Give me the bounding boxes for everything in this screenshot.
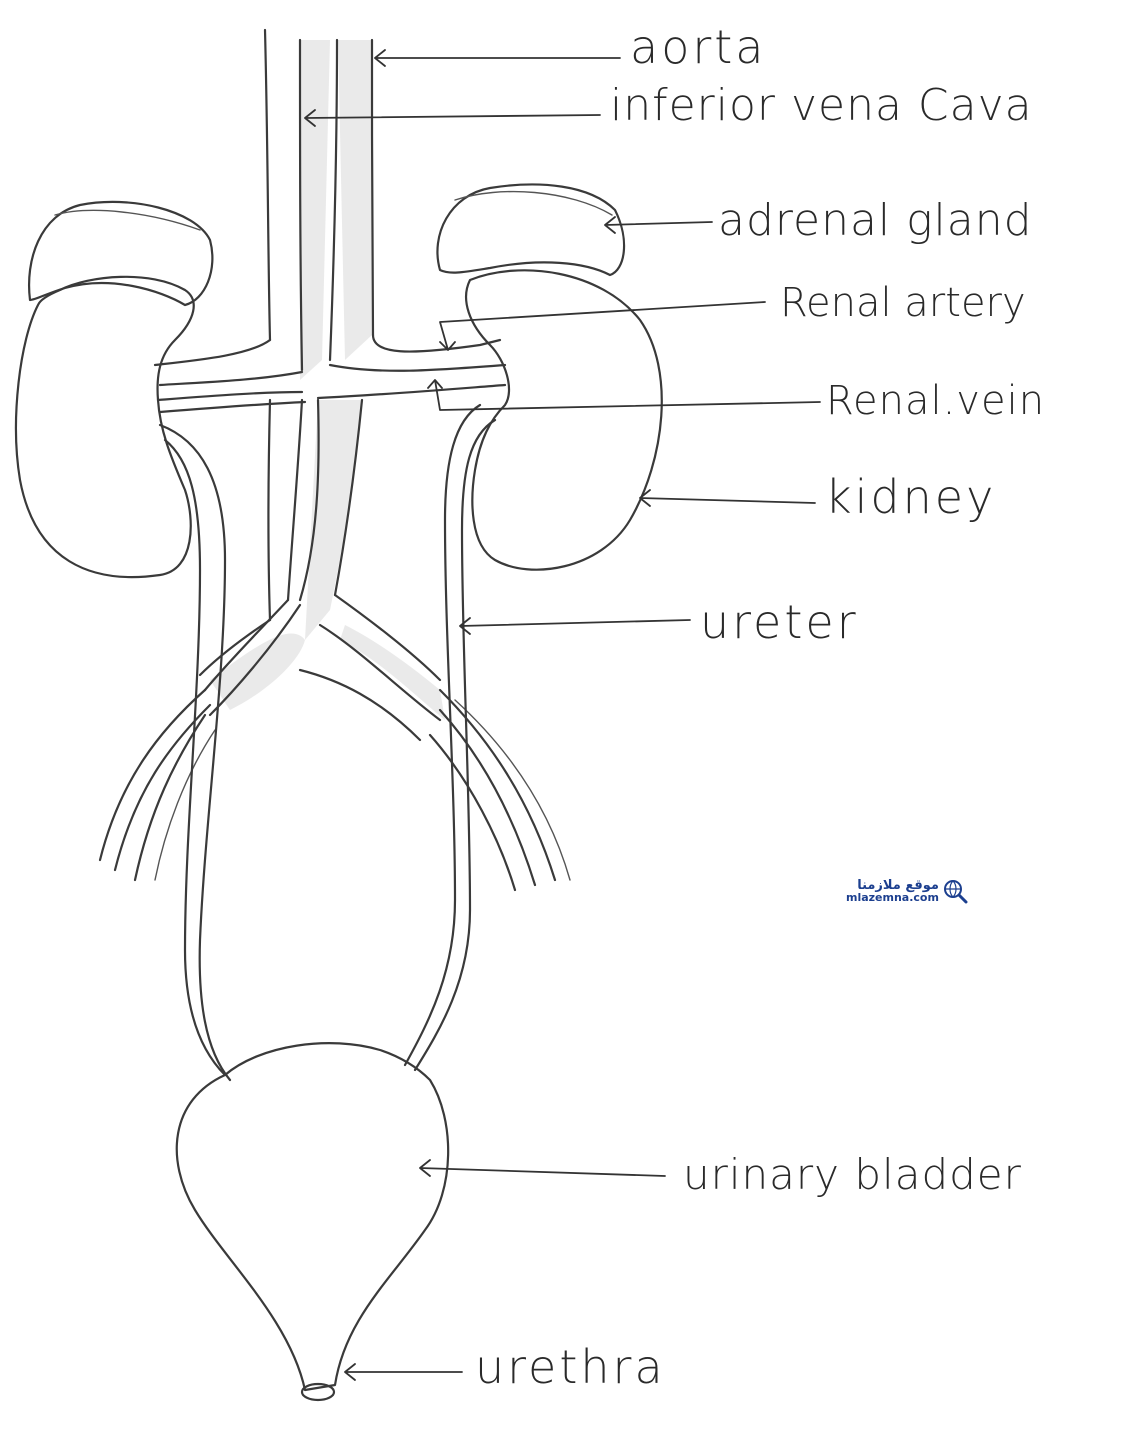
label-inferior-vena-cava: inferior vena Cava [610, 80, 1033, 131]
label-renal-vein: Renal.vein [826, 378, 1045, 424]
label-urethra: urethra [475, 1340, 666, 1394]
urinary-bladder [177, 1043, 448, 1400]
globe-search-icon [942, 878, 968, 904]
watermark: موقع ملازمنا mlazemna.com [846, 878, 968, 904]
great-vessels [265, 30, 373, 640]
label-renal-artery: Renal artery [780, 280, 1026, 326]
label-urinary-bladder: urinary bladder [683, 1150, 1022, 1199]
right-kidney [437, 184, 661, 569]
iliac-vessels [100, 595, 570, 890]
label-ureter: ureter [700, 595, 859, 649]
label-adrenal-gland: adrenal gland [718, 195, 1033, 246]
left-kidney [16, 202, 212, 577]
label-kidney: kidney [825, 470, 996, 524]
label-aorta: aorta [630, 20, 766, 74]
watermark-site: mlazemna.com [846, 892, 939, 903]
